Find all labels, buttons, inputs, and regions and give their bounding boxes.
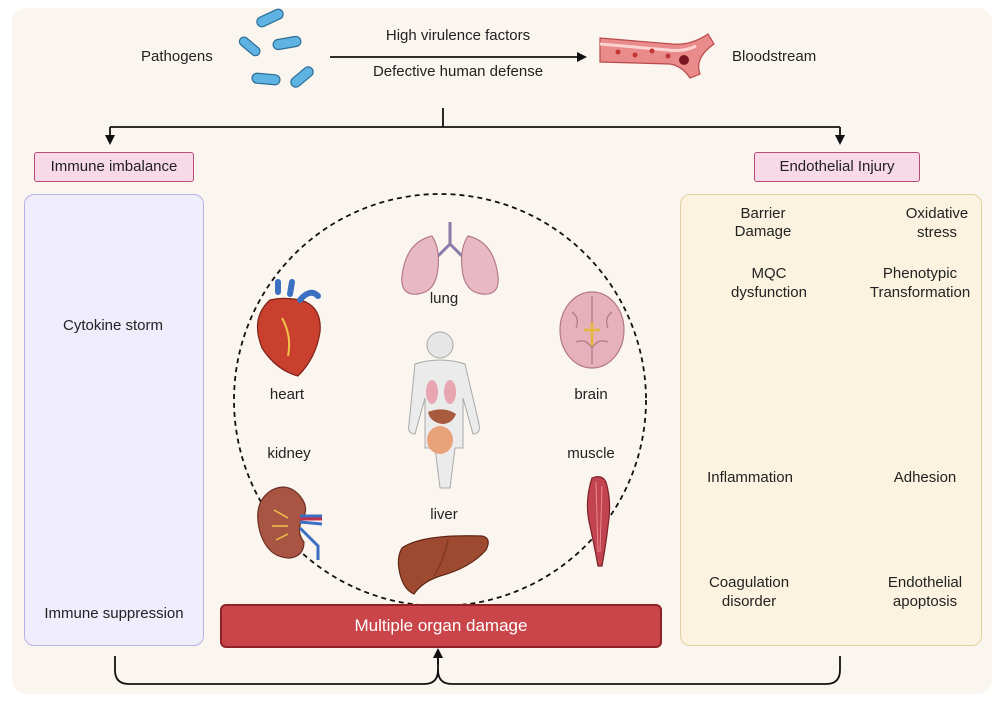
defense-label: Defective human defense xyxy=(372,63,544,80)
endothelial-panel xyxy=(680,194,982,646)
apoptosis-label-2: apoptosis xyxy=(892,593,958,610)
apoptosis-label-1: Endothelial xyxy=(887,574,963,591)
lung-label: lung xyxy=(429,290,459,307)
liver-label: liver xyxy=(430,506,458,523)
organ-circle xyxy=(233,193,647,607)
bloodstream-icon xyxy=(599,33,715,79)
feedback-connector xyxy=(114,648,841,685)
endothelial-injury-tag: Endothelial Injury xyxy=(754,152,920,182)
immune-suppression-label: Immune suppression xyxy=(44,605,184,622)
lung-icon xyxy=(401,222,499,295)
kidney-icon xyxy=(257,486,323,560)
oxidative-stress-label-2: stress xyxy=(916,224,958,241)
heart-icon xyxy=(256,279,321,377)
muscle-icon xyxy=(586,476,611,567)
mqc-dysfunction-label-2: dysfunction xyxy=(731,284,807,301)
multiple-organ-damage-banner: Multiple organ damage xyxy=(220,604,662,648)
kidney-label: kidney xyxy=(267,445,311,462)
immune-imbalance-tag: Immune imbalance xyxy=(34,152,194,182)
pathogens-icon xyxy=(238,8,314,88)
phenotypic-label-1: Phenotypic xyxy=(882,265,958,282)
immune-panel xyxy=(24,194,204,646)
heart-label: heart xyxy=(269,386,305,403)
pathogens-label: Pathogens xyxy=(141,48,213,65)
phenotypic-label-2: Transformation xyxy=(869,284,971,301)
coagulation-label-1: Coagulation xyxy=(708,574,790,591)
brain-label: brain xyxy=(574,386,608,403)
inflammation-label: Inflammation xyxy=(707,469,793,486)
coagulation-label-2: disorder xyxy=(721,593,777,610)
human-body-icon xyxy=(408,331,480,489)
muscle-label: muscle xyxy=(567,445,615,462)
adhesion-label: Adhesion xyxy=(893,469,957,486)
barrier-damage-label-2: Damage xyxy=(734,223,792,240)
oxidative-stress-label-1: Oxidative xyxy=(905,205,969,222)
brain-icon xyxy=(559,291,625,369)
cytokine-storm-label: Cytokine storm xyxy=(62,317,164,334)
bloodstream-label: Bloodstream xyxy=(732,48,817,65)
mqc-dysfunction-label-1: MQC xyxy=(751,265,787,282)
liver-icon xyxy=(397,535,489,595)
virulence-label: High virulence factors xyxy=(385,27,531,44)
barrier-damage-label-1: Barrier xyxy=(740,205,786,222)
branch-connector xyxy=(105,108,845,145)
